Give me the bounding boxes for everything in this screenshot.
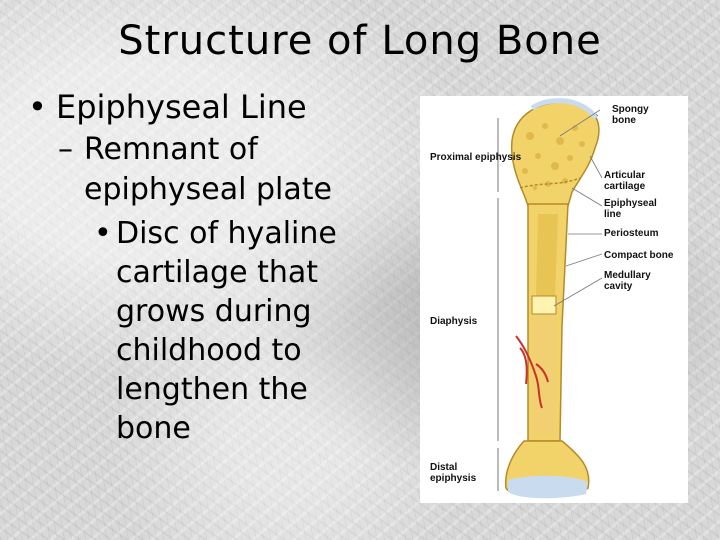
label-compact-bone: Compact bone: [604, 250, 674, 261]
compact-bone: [532, 296, 556, 436]
bullet-level1-text: Epiphyseal Line: [56, 88, 307, 126]
articular-cartilage: [530, 98, 599, 120]
bullet-marker: •: [94, 216, 112, 251]
blood-vessels: [515, 335, 549, 409]
dash-marker: –: [58, 132, 73, 167]
medullary-cavity: [536, 214, 558, 326]
proximal-epiphysis: [510, 101, 600, 207]
spongy-bone-texture: [522, 123, 585, 190]
cut-section: [531, 295, 557, 315]
bone-illustration: [497, 98, 603, 499]
label-medullary-cavity: Medullary cavity: [604, 270, 651, 292]
label-spongy-bone: Spongy bone: [612, 104, 649, 126]
distal-cartilage: [508, 475, 588, 499]
label-articular-cartilage: Articular cartilage: [604, 170, 646, 192]
bullet-level3: • Disc of hyaline cartilage that grows d…: [88, 214, 376, 448]
bullet-marker: •: [28, 88, 47, 126]
label-proximal-epiphysis: Proximal epiphysis: [430, 152, 522, 163]
bullet-level2-text: Remnant of epiphyseal plate: [84, 132, 332, 207]
bullet-level2: – Remnant of epiphyseal plate: [58, 130, 384, 210]
leader-lines: [553, 109, 603, 307]
bullet-level1: • Epiphyseal Line: [28, 88, 408, 126]
label-diaphysis: Diaphysis: [430, 316, 478, 327]
bullet-level3-text: Disc of hyaline cartilage that grows dur…: [116, 216, 337, 446]
bullet-list: • Epiphyseal Line – Remnant of epiphysea…: [28, 88, 408, 448]
long-bone-diagram: Proximal epiphysis Diaphysis Distal epip…: [420, 96, 688, 503]
label-periosteum: Periosteum: [604, 228, 659, 239]
epiphyseal-line: [519, 177, 581, 189]
label-epiphyseal-line: Epiphyseal line: [604, 198, 657, 220]
label-distal-epiphysis: Distal epiphysis: [430, 462, 477, 484]
slide-title: Structure of Long Bone: [118, 18, 602, 64]
